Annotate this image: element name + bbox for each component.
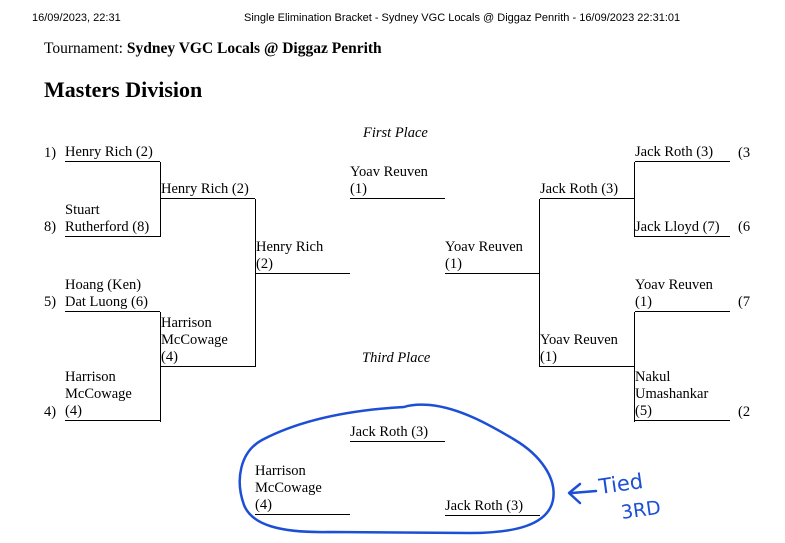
seed-label: (2	[738, 404, 751, 420]
first-place-slot: Yoav Reuven (1)	[350, 164, 445, 199]
bracket-slot: Jack Roth (3)	[540, 181, 634, 199]
seed-label: (7	[738, 294, 751, 310]
player-name: (1)	[350, 181, 367, 197]
player-name: McCowage	[161, 332, 228, 348]
bracket-connector	[539, 199, 540, 367]
seed-label: (3	[738, 145, 751, 161]
player-name: (4)	[161, 349, 178, 365]
bracket-connector	[160, 312, 161, 422]
third-place-label: Third Place	[362, 350, 431, 366]
seed-label: 1)	[44, 145, 57, 161]
bracket-slot: Yoav Reuven (1)	[635, 277, 730, 312]
player-name: Dat Luong (6)	[65, 294, 148, 310]
player-name: (2)	[256, 256, 273, 272]
tournament-line: Tournament: Sydney VGC Locals @ Diggaz P…	[44, 40, 382, 58]
third-place-slot: Jack Roth (3)	[350, 424, 445, 442]
bracket-connector	[160, 162, 161, 237]
seed-label: (6	[738, 219, 751, 235]
player-name: (1)	[635, 294, 652, 310]
player-name: McCowage	[255, 480, 322, 496]
bracket-slot: Jack Roth (3)	[635, 144, 730, 162]
bracket-slot: Stuart Rutherford (8)	[65, 202, 160, 237]
player-name: Jack Roth (3)	[635, 144, 714, 160]
ink-loop	[238, 403, 555, 535]
bracket-slot: Harrison McCowage (4)	[161, 315, 255, 367]
player-name: Yoav Reuven	[540, 332, 618, 348]
bracket-slot: Henry Rich (2)	[161, 181, 255, 199]
bracket-slot: Henry Rich (2)	[65, 144, 160, 162]
bracket-slot: Jack Lloyd (7)	[635, 219, 730, 237]
player-name: Yoav Reuven	[350, 164, 428, 180]
ink-arrow	[567, 482, 598, 505]
player-name: Jack Roth (3)	[350, 424, 429, 440]
bracket-slot: Yoav Reuven (1)	[540, 332, 634, 367]
bracket-connector	[634, 312, 635, 422]
player-name: Harrison	[255, 463, 306, 479]
bracket-connector	[255, 199, 256, 367]
first-place-label: First Place	[363, 125, 428, 141]
player-name: McCowage	[65, 386, 132, 402]
player-name: Henry Rich (2)	[65, 144, 153, 160]
division-title: Masters Division	[44, 77, 203, 102]
bracket-slot: Hoang (Ken) Dat Luong (6)	[65, 277, 160, 312]
bracket-connector	[634, 162, 635, 237]
third-place-slot: Jack Roth (3)	[445, 498, 540, 516]
seed-label: 4)	[44, 404, 57, 420]
seed-label: 5)	[44, 294, 57, 310]
print-title: Single Elimination Bracket - Sydney VGC …	[244, 12, 681, 24]
tournament-name: Sydney VGC Locals @ Diggaz Penrith	[126, 40, 382, 57]
bracket-slot: Henry Rich (2)	[256, 239, 350, 274]
player-name: Yoav Reuven	[445, 239, 523, 255]
player-name: Jack Roth (3)	[540, 181, 619, 197]
player-name: Yoav Reuven	[635, 277, 713, 293]
player-name: Jack Lloyd (7)	[635, 219, 720, 235]
player-name: Rutherford (8)	[65, 219, 150, 235]
third-place-slot: Harrison McCowage (4)	[255, 463, 350, 515]
ink-text-3rd: 3RD	[620, 497, 663, 524]
player-name: Henry Rich	[256, 239, 324, 255]
print-date: 16/09/2023, 22:31	[32, 12, 121, 24]
ink-text-tied: Tied	[596, 469, 644, 499]
tournament-label: Tournament:	[44, 40, 123, 57]
player-name: Hoang (Ken)	[65, 277, 142, 293]
player-name: Henry Rich (2)	[161, 181, 249, 197]
player-name: Stuart	[65, 202, 100, 218]
bracket-slot: Harrison McCowage (4)	[65, 369, 160, 421]
player-name: Nakul	[635, 369, 671, 385]
player-name: (1)	[540, 349, 557, 365]
player-name: Harrison	[161, 315, 212, 331]
player-name: (5)	[635, 403, 652, 419]
player-name: (4)	[65, 403, 82, 419]
bracket-slot: Nakul Umashankar (5)	[635, 369, 730, 421]
player-name: Umashankar	[635, 386, 709, 402]
seed-label: 8)	[44, 219, 57, 235]
player-name: Jack Roth (3)	[445, 498, 524, 514]
player-name: Harrison	[65, 369, 116, 385]
player-name: (1)	[445, 256, 462, 272]
player-name: (4)	[255, 497, 272, 513]
bracket-slot: Yoav Reuven (1)	[445, 239, 540, 274]
